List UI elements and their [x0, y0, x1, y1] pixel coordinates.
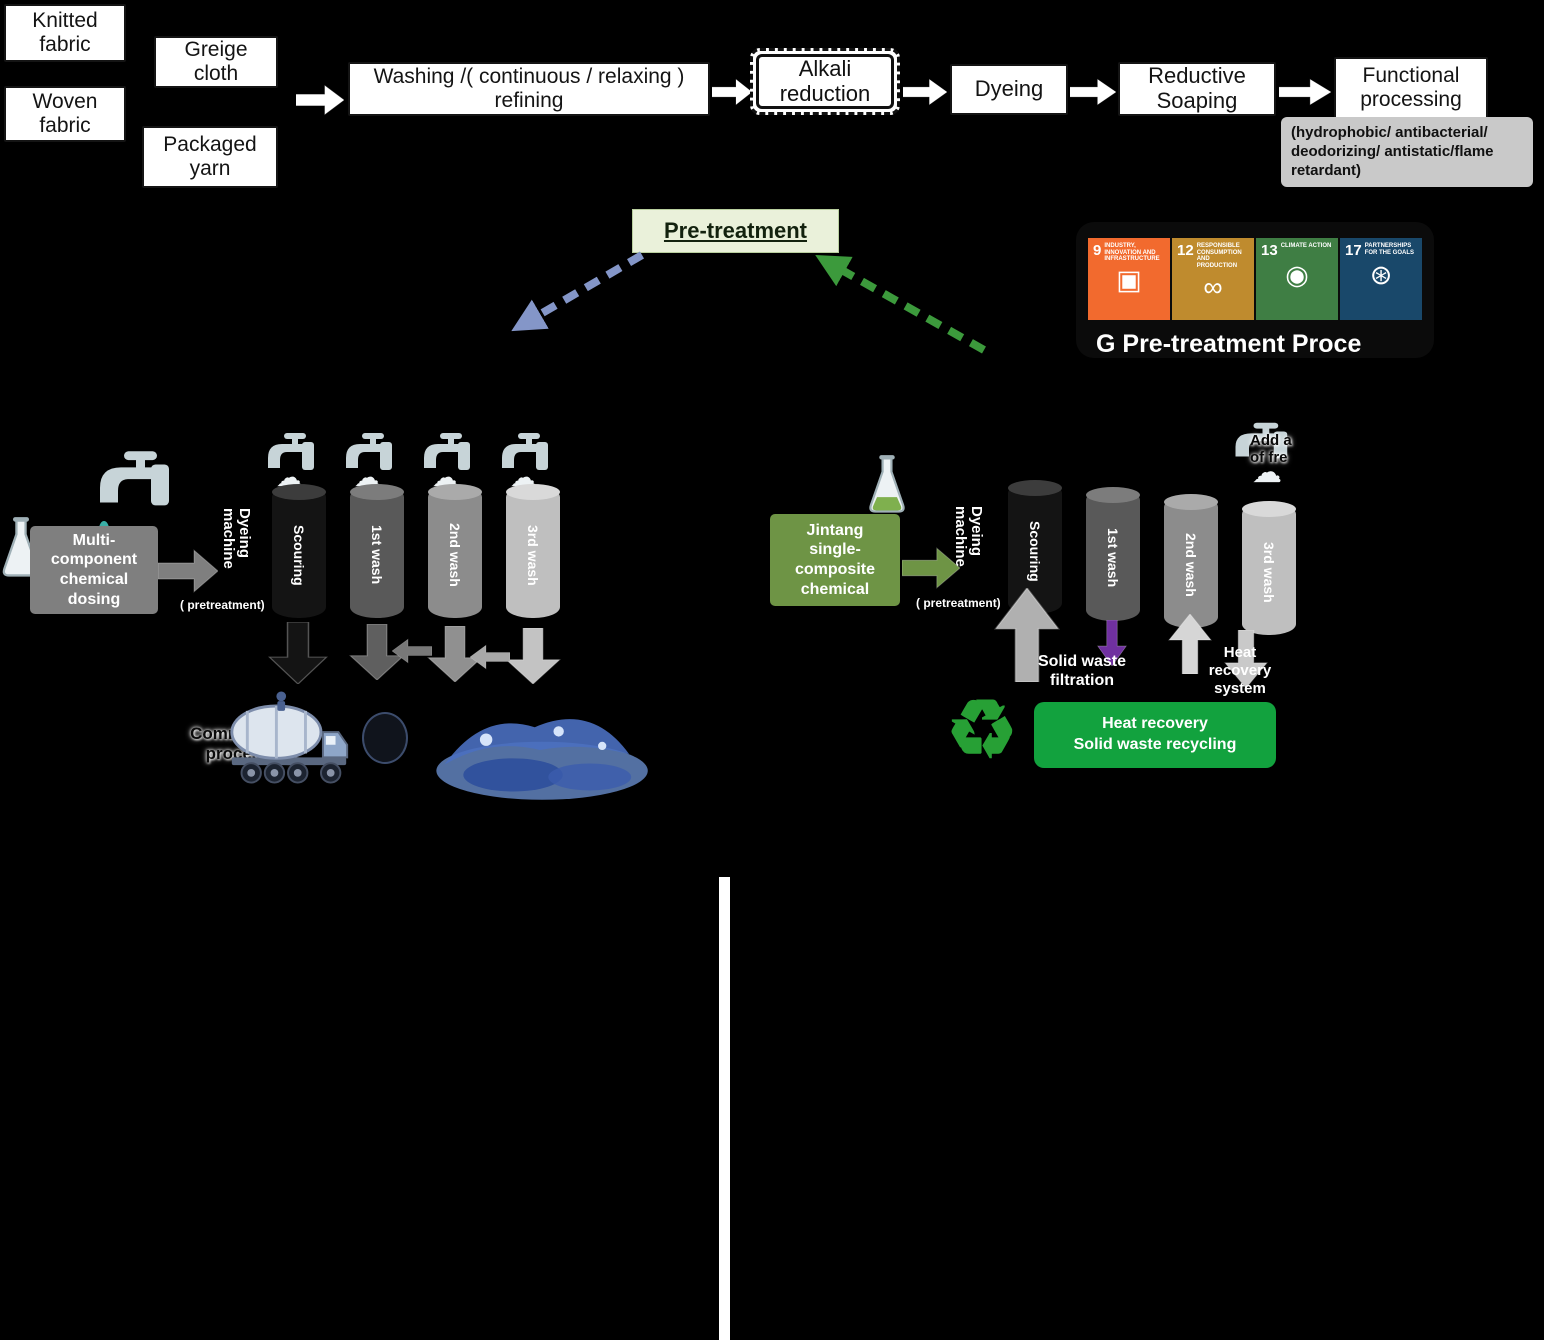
fresh-water-note: Add a of fre: [1250, 432, 1292, 466]
tank-1st-wash-right: 1st wash: [1086, 487, 1140, 621]
wastewater-splash-icon: [426, 690, 654, 808]
tank-scouring-right: Scouring: [1008, 480, 1062, 614]
tank-label: 2nd wash: [447, 523, 463, 587]
pretreatment-label-box: Pre-treatment: [632, 209, 839, 253]
sdg-number: 9: [1093, 242, 1102, 259]
sdg-pretreatment-caption: G Pre-treatment Proce: [1096, 330, 1362, 358]
bottom-divider-line: [719, 877, 730, 1340]
sdg-goal-9: 9 INDUSTRY, INNOVATION AND INFRASTRUCTUR…: [1088, 238, 1170, 320]
sdg-goal-12: 12 RESPONSIBLE CONSUMPTION AND PRODUCTIO…: [1172, 238, 1254, 320]
sdg17-partnership-icon: ⊛: [1369, 260, 1393, 290]
tank-label: Scouring: [1027, 520, 1043, 582]
tank-label: 3rd wash: [525, 524, 541, 586]
input-box-greige-cloth: Greige cloth: [154, 36, 278, 88]
blue-dashed-arrow: [511, 251, 645, 332]
sdg-title: PARTNERSHIPS FOR THE GOALS: [1364, 243, 1415, 256]
functional-processing-note: (hydrophobic/ antibacterial/ deodorizing…: [1281, 117, 1533, 187]
flow-arrow-icon: [712, 78, 752, 106]
merge-arrow-icon: [392, 638, 432, 664]
sdg9-industry-icon: ▣: [1116, 265, 1142, 296]
faucet-icon: [82, 444, 178, 520]
step-functional-processing: Functional processing: [1334, 57, 1488, 119]
tanker-truck-icon: [226, 680, 352, 794]
tank-2nd-wash-right: 2nd wash: [1164, 494, 1218, 628]
multi-component-chemical-box: Multi- component chemical dosing: [30, 526, 158, 614]
pretreatment-note-left: ( pretreatment): [180, 598, 265, 612]
input-box-packaged-yarn: Packaged yarn: [142, 126, 278, 188]
tank-scouring-left: Scouring: [272, 484, 326, 618]
flow-arrow-icon: [296, 84, 344, 116]
input-box-woven-fabric: Woven fabric: [4, 86, 126, 142]
tank-label: Scouring: [291, 524, 307, 586]
dyeing-machine-label-left: Dyeing machine: [220, 508, 253, 569]
jintang-chemical-box: Jintang single- composite chemical: [770, 514, 900, 606]
input-box-knitted-fabric: Knitted fabric: [4, 4, 126, 62]
heat-recovery-recycling-banner: Heat recovery Solid waste recycling: [1034, 702, 1276, 768]
tank-label: 2nd wash: [1183, 533, 1199, 597]
steam-cloud-icon: ☁: [1252, 456, 1282, 489]
solid-waste-filtration-label: Solid waste filtration: [1037, 653, 1127, 690]
green-dashed-arrow: [815, 255, 986, 354]
pretreatment-note-right: ( pretreatment): [916, 596, 1001, 610]
sdg13-climate-icon: ◉: [1285, 260, 1309, 290]
tank-2nd-wash-left: 2nd wash: [428, 484, 482, 618]
dyeing-machine-label-right: Dyeing machine: [952, 506, 985, 567]
sdg-number: 17: [1345, 242, 1362, 259]
tank-label: 1st wash: [1105, 528, 1121, 588]
flow-arrow-icon: [1070, 78, 1116, 106]
flask-green-icon: [864, 454, 910, 516]
tank-1st-wash-left: 1st wash: [350, 484, 404, 618]
sdg-title: RESPONSIBLE CONSUMPTION AND PRODUCTION: [1196, 243, 1242, 270]
sdg-title: INDUSTRY, INNOVATION AND INFRASTRUCTURE: [1104, 243, 1160, 263]
pump-icon: [362, 712, 408, 764]
step-alkali-reduction-label: Alkali reduction: [756, 54, 894, 109]
discharge-arrow-icon: [505, 628, 561, 684]
tank-label: 1st wash: [369, 525, 385, 585]
sdg-goal-13: 13 CLIMATE ACTION ◉: [1256, 238, 1338, 320]
tank-3rd-wash-right: 3rd wash: [1242, 501, 1296, 635]
gray-arrow-icon: [158, 548, 218, 594]
flow-arrow-icon: [903, 78, 947, 106]
step-dyeing: Dyeing: [950, 64, 1068, 115]
step-reductive-soaping: Reductive Soaping: [1118, 62, 1276, 116]
tank-3rd-wash-left: 3rd wash: [506, 484, 560, 618]
sdg-title: CLIMATE ACTION: [1280, 243, 1332, 249]
sdg-goal-17: 17 PARTNERSHIPS FOR THE GOALS ⊛: [1340, 238, 1422, 320]
sdg-number: 12: [1177, 242, 1194, 259]
recycle-icon: ♻: [946, 685, 1018, 774]
sdg-number: 13: [1261, 242, 1278, 259]
tank-label: 3rd wash: [1261, 541, 1277, 603]
step-washing-refining: Washing /( continuous / relaxing ) refin…: [348, 62, 710, 116]
discharge-arrow-icon: [268, 622, 328, 684]
merge-arrow-icon: [470, 644, 510, 670]
flow-arrow-icon: [1279, 78, 1331, 106]
step-alkali-reduction: Alkali reduction: [750, 48, 900, 115]
sdg12-consumption-icon: ∞: [1203, 271, 1223, 302]
sdg-panel: 9 INDUSTRY, INNOVATION AND INFRASTRUCTUR…: [1076, 222, 1434, 358]
heat-recovery-system-label: Heat recovery system: [1208, 644, 1272, 697]
